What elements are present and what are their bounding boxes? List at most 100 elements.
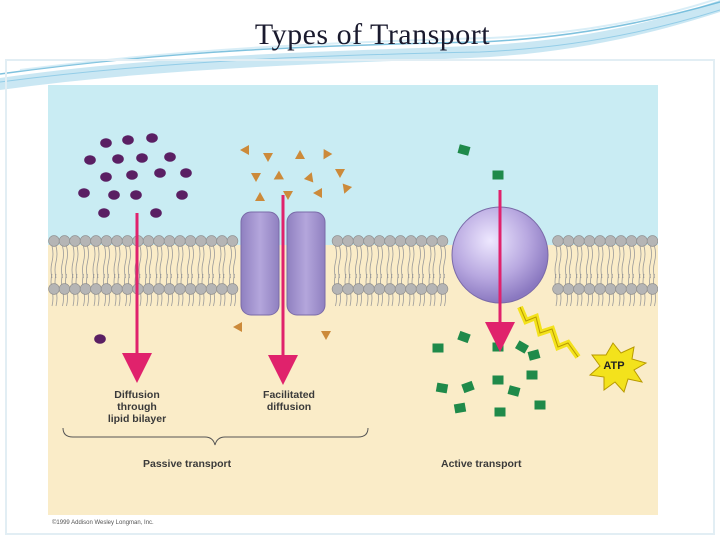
atp-label: ATP xyxy=(603,360,625,372)
phospholipid-head xyxy=(415,283,428,295)
facilitated-molecule xyxy=(283,191,293,200)
channel-protein xyxy=(240,211,326,316)
lipid-tail xyxy=(586,245,593,279)
phospholipid-head xyxy=(205,283,218,295)
passive-transport-label: Passive transport xyxy=(143,458,232,470)
active-molecule xyxy=(494,407,506,417)
transport-diagram: Diffusion through lipid bilayer Facilita… xyxy=(48,85,658,526)
phospholipid-head xyxy=(384,235,396,247)
diffusion-molecule xyxy=(130,190,142,200)
phospholipid-head xyxy=(331,283,344,295)
phospholipid-head xyxy=(615,283,627,295)
atp-burst xyxy=(588,342,648,393)
diffusion-molecule xyxy=(146,133,158,143)
active-transport-label: Active transport xyxy=(441,458,522,470)
lipid-tail xyxy=(155,245,163,279)
phospholipid-head xyxy=(646,283,658,295)
diffusion-molecule xyxy=(136,153,148,163)
phospholipid-head xyxy=(352,283,365,295)
active-molecule xyxy=(507,385,521,397)
phospholipid-head xyxy=(100,283,113,295)
facilitated-molecule xyxy=(313,188,322,198)
lipid-tail xyxy=(61,245,68,279)
phospholipid-head xyxy=(163,235,176,247)
title-swoosh-line-3 xyxy=(19,0,718,71)
lipid-tail xyxy=(575,245,583,279)
lipid-tail xyxy=(617,245,625,279)
phospholipid-head xyxy=(384,283,396,295)
diffusion-molecule xyxy=(98,208,110,218)
lipid-tail xyxy=(607,245,614,279)
diffusion-molecule xyxy=(176,190,188,200)
phospholipid-head xyxy=(153,283,165,295)
phospholipid-head xyxy=(583,283,596,295)
phospholipid-head xyxy=(48,283,60,295)
phospholipid-head xyxy=(436,283,449,295)
slide-title: Types of Transport xyxy=(254,18,491,51)
phospholipid-head xyxy=(625,235,638,247)
phospholipid-head xyxy=(552,235,564,247)
phospholipid-head xyxy=(352,235,365,247)
extracellular-region xyxy=(48,85,658,245)
phospholipid-head xyxy=(604,235,617,247)
phospholipid-head xyxy=(79,235,92,247)
phospholipid-head xyxy=(573,235,585,247)
lipid-tail xyxy=(197,245,205,279)
facilitated-molecule xyxy=(251,173,261,182)
facilitated-molecule xyxy=(273,170,284,180)
lipid-tail xyxy=(554,245,562,279)
active-molecule xyxy=(457,144,471,156)
lipid-tail xyxy=(334,245,341,279)
phospholipid-head xyxy=(562,283,575,295)
lipid-tail xyxy=(187,245,194,279)
phospholipid-head xyxy=(615,235,627,247)
lipid-tail xyxy=(208,245,215,279)
lipid-tail xyxy=(50,245,58,279)
lipid-tail xyxy=(649,245,656,279)
phospholipid-head xyxy=(48,235,60,247)
facilitated-molecule xyxy=(295,150,305,159)
active-molecule xyxy=(534,400,546,410)
phospholipid-head xyxy=(583,235,596,247)
facilitated-molecule xyxy=(303,172,314,183)
lipid-tail xyxy=(428,245,436,279)
diffusion-molecule xyxy=(84,155,96,165)
active-molecule xyxy=(432,343,444,353)
facilitated-molecule xyxy=(233,322,242,332)
diffusion-molecule xyxy=(164,152,176,162)
diffusion-molecule xyxy=(94,334,106,344)
lipid-tail xyxy=(103,245,110,279)
title-swoosh-line-2 xyxy=(0,9,720,83)
diffusion-molecule xyxy=(154,168,166,178)
lipid-tail xyxy=(229,245,236,279)
active-molecule xyxy=(527,349,541,361)
lipid-tail xyxy=(596,245,604,279)
phospholipid-head xyxy=(184,283,197,295)
diffusion-molecule xyxy=(78,188,90,198)
phospholipid-head xyxy=(226,283,239,295)
phospholipid-head xyxy=(174,283,186,295)
diffusion-molecule xyxy=(100,138,112,148)
facilitated-molecule xyxy=(335,169,345,178)
phospholipid-head xyxy=(594,283,606,295)
lipid-tail xyxy=(407,245,415,279)
phospholipid-head xyxy=(58,283,71,295)
phospholipid-head xyxy=(216,283,228,295)
phospholipid-head xyxy=(342,283,354,295)
phospholipid-head xyxy=(373,283,386,295)
active-molecule xyxy=(492,170,504,180)
phospholipid-head xyxy=(363,235,375,247)
phospholipid-head xyxy=(195,235,207,247)
phospholipid-head xyxy=(415,235,428,247)
phospholipid-head xyxy=(184,235,197,247)
energy-zigzag-outline xyxy=(519,306,579,358)
lipid-tail xyxy=(145,245,152,279)
diagram-graphic xyxy=(48,85,658,515)
phospholipid-head xyxy=(79,283,92,295)
phospholipid-head xyxy=(121,283,134,295)
phospholipid-head xyxy=(426,283,438,295)
lipid-tail xyxy=(439,245,446,279)
phospholipid-head xyxy=(636,235,648,247)
lipid-tail xyxy=(565,245,572,279)
